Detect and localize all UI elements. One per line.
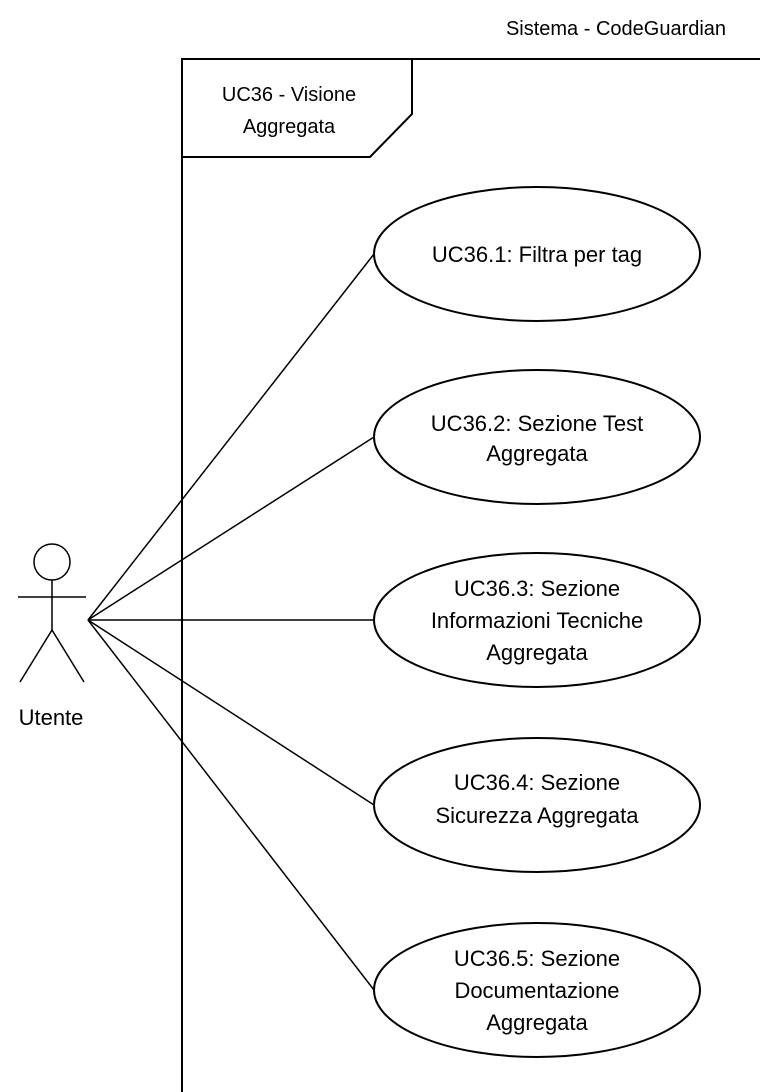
frame-label-line2: Aggregata <box>243 116 336 138</box>
frame-label-line1: UC36 - Visione <box>222 84 356 106</box>
actor-head <box>33 543 71 581</box>
association-line <box>87 436 375 621</box>
association-line <box>87 619 375 806</box>
actor-left-leg <box>19 629 53 683</box>
association-line <box>87 253 375 621</box>
use-case-2-line2: Aggregata <box>486 441 588 466</box>
use-case-4: UC36.4: Sezione Sicurezza Aggregata <box>373 737 701 873</box>
use-case-3-line3: Aggregata <box>486 640 588 665</box>
use-case-2-line1: UC36.2: Sezione Test <box>431 411 643 436</box>
use-case-2: UC36.2: Sezione Test Aggregata <box>373 369 701 505</box>
use-case-5-line1: UC36.5: Sezione <box>454 946 620 971</box>
use-case-4-line1: UC36.4: Sezione <box>454 770 620 795</box>
use-case-1: UC36.1: Filtra per tag <box>373 186 701 322</box>
frame-label: UC36 - Visione Aggregata <box>181 58 413 158</box>
actor-label: Utente <box>19 705 84 730</box>
use-case-5-line2: Documentazione <box>454 978 619 1003</box>
use-case-5-line3: Aggregata <box>486 1010 588 1035</box>
actor-figure <box>18 543 86 683</box>
associations <box>87 253 375 991</box>
actor-right-leg <box>51 629 85 683</box>
use-case-1-line1: UC36.1: Filtra per tag <box>432 242 642 267</box>
use-case-3-line1: UC36.3: Sezione <box>454 576 620 601</box>
association-line <box>87 619 375 991</box>
use-case-3-line2: Informazioni Tecniche <box>431 608 643 633</box>
use-case-3: UC36.3: Sezione Informazioni Tecniche Ag… <box>373 552 701 688</box>
use-case-5: UC36.5: Sezione Documentazione Aggregata <box>373 922 701 1058</box>
use-case-4-line2: Sicurezza Aggregata <box>435 803 639 828</box>
system-title: Sistema - CodeGuardian <box>506 18 726 40</box>
